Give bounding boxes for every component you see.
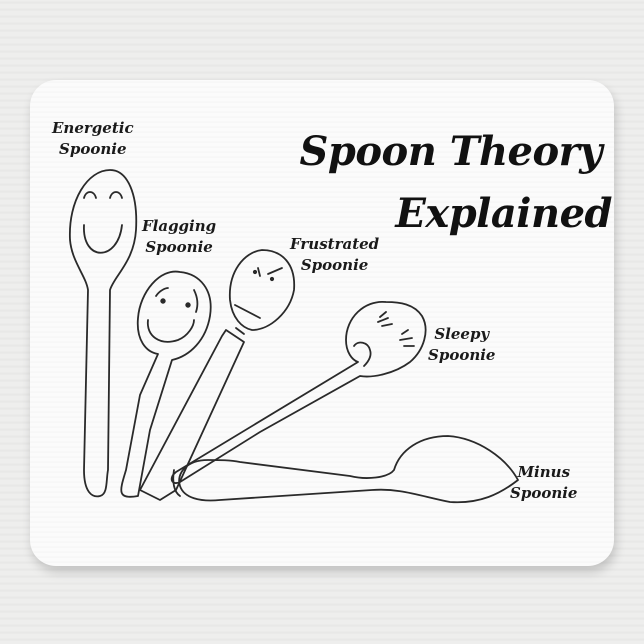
minus-spoon-drawing (172, 435, 519, 504)
flagging-spoon-drawing (120, 270, 212, 498)
label-minus: Minus Spoonie (510, 463, 578, 502)
label-energetic: Energetic Spoonie (52, 119, 134, 158)
title-line-2: Explained (395, 190, 612, 237)
label-frustrated: Frustrated Spoonie (290, 235, 380, 274)
sleepy-spoon-drawing (170, 301, 427, 484)
mousepad (30, 80, 614, 566)
title-line-1: Spoon Theory (299, 128, 602, 175)
frustrated-spoon-drawing (139, 249, 295, 501)
label-sleepy: Sleepy Spoonie (428, 325, 496, 364)
energetic-spoon-drawing (69, 169, 138, 498)
label-flagging: Flagging Spoonie (142, 217, 217, 256)
